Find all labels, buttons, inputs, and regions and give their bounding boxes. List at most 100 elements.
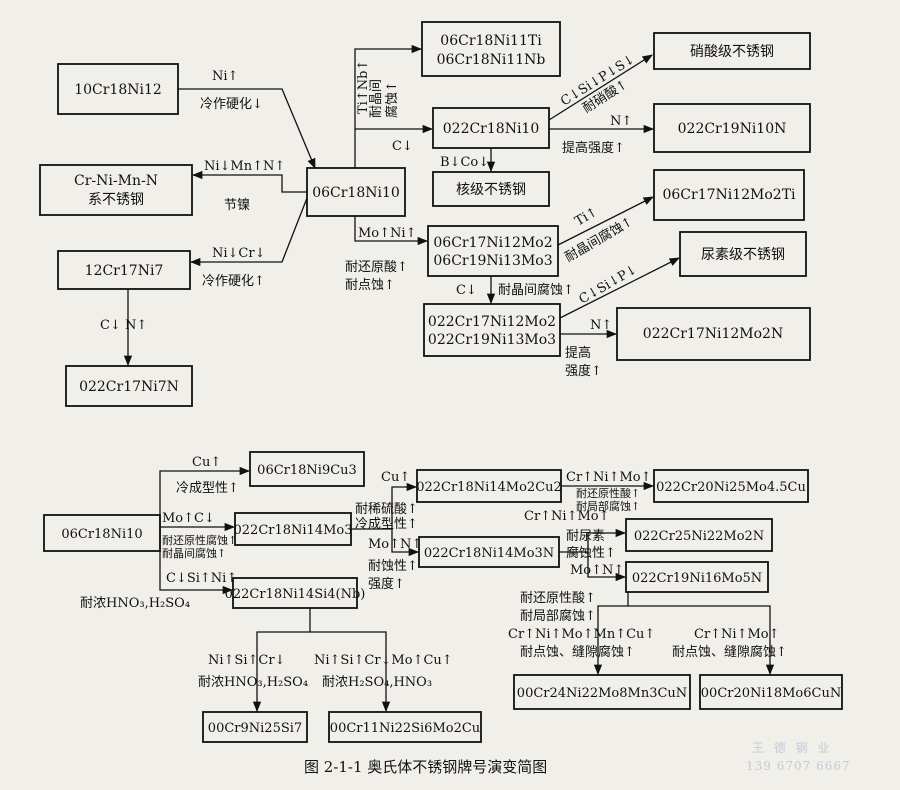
- grade-06cr17ni12mo2ti: 06Cr17Ni12Mo2Ti: [662, 187, 796, 203]
- label-red-acid-1: 耐还原性腐蚀↑: [162, 533, 237, 547]
- node-box: [57, 250, 191, 290]
- label-conc-acid-2: 耐浓HNO₃,H₂SO₄: [198, 675, 308, 690]
- edge: [178, 88, 316, 169]
- grade-022cr18ni10: 022Cr18Ni10: [443, 121, 539, 137]
- grade-022cr18ni14mo3n: 022Cr18Ni14Mo3N: [424, 546, 554, 561]
- label-cr-ni-mo-2: Cr↑Ni↑Mo↑: [524, 509, 610, 524]
- watermark-company: 王 德 钢 业: [752, 740, 832, 755]
- label-c-n: C↓ N↑: [100, 318, 147, 333]
- grade-022cr17ni12mo2n: 022Cr17Ni12Mo2N: [643, 326, 783, 342]
- edge: [252, 608, 311, 713]
- label-mo-n-2: Mo↑N↑: [570, 563, 624, 578]
- grade-00cr20ni18mo6cun: 00Cr20Ni18Mo6CuN: [701, 686, 841, 701]
- label-cr-ni-mo-1: Cr↑Ni↑Mo↑: [566, 470, 652, 485]
- label-mo-c: Mo↑C↓: [162, 511, 215, 526]
- label-dilute-h2so4: 耐稀硫酸↑: [355, 502, 418, 517]
- label-pit-crevice-1: 耐点蚀、缝隙腐蚀↑: [520, 645, 635, 660]
- grade-10cr18ni12: 10Cr18Ni12: [74, 82, 162, 98]
- label-urea-corr-1: 耐尿素: [566, 529, 605, 544]
- label-ni-up: Ni↑: [212, 69, 238, 84]
- grade-022cr17ni7n: 022Cr17Ni7N: [79, 379, 179, 395]
- grade-06cr18ni9cu3: 06Cr18Ni9Cu3: [257, 463, 357, 478]
- label-icc-res-1: 耐晶间: [369, 79, 384, 118]
- grade-12cr17ni7: 12Cr17Ni7: [85, 263, 164, 279]
- label-local-corr-2: 耐局部腐蚀↑: [520, 609, 596, 624]
- label-conc-acid-3: 耐浓H₂SO₄,HNO₃: [322, 675, 432, 690]
- label-c-down-1: C↓: [392, 139, 413, 154]
- node-box: [423, 303, 561, 357]
- grade-00cr9ni25si7: 00Cr9Ni25Si7: [208, 721, 302, 736]
- label-cr-ni-mo-mn-cu: Cr↑Ni↑Mo↑Mn↑Cu↑: [508, 627, 655, 642]
- label-c-si-ni: C↓Si↑Ni↑: [166, 571, 237, 586]
- label-cu-up-1: Cu↑: [192, 455, 221, 470]
- label-reducing-acid: 耐还原酸↑: [345, 260, 408, 275]
- label-ni-cr-down: Ni↓Cr↓: [212, 246, 265, 261]
- grade-06cr18ni11ti: 06Cr18Ni11Ti: [440, 33, 542, 49]
- label-urea-corr-2: 腐蚀性↑: [566, 546, 616, 561]
- label-strength-2: 强度↑: [368, 576, 405, 592]
- label-corr-res: 耐蚀性↑: [368, 559, 418, 574]
- label-mo-ni: Mo↑Ni↑: [358, 226, 416, 241]
- edge: [191, 170, 307, 193]
- grade-022cr19ni13mo3: 022Cr19Ni13Mo3: [428, 332, 556, 348]
- label-cr-ni-mo-3: Cr↑Ni↑Mo↑: [694, 627, 780, 642]
- node-box: [653, 32, 811, 70]
- edge: [351, 482, 418, 530]
- label-ni-si-cr: Ni↑Si↑Cr↓: [208, 653, 285, 668]
- label-cold-form-2: 冷成型性↑: [355, 517, 418, 532]
- edge: [559, 528, 627, 553]
- grade-urea: 尿素级不锈钢: [701, 247, 785, 263]
- node-box: [653, 169, 805, 221]
- grade-022cr25ni22mo2n: 022Cr25Ni22Mo2N: [634, 529, 764, 544]
- label-cu-up-2: Cu↑: [381, 470, 410, 485]
- label-c-down-2: C↓: [456, 283, 477, 298]
- edge: [593, 592, 629, 676]
- label-conc-acid-1: 耐浓HNO₃,H₂SO₄: [80, 596, 190, 611]
- edge: [628, 605, 775, 676]
- grade-nuclear: 核级不锈钢: [456, 182, 526, 198]
- label-ti-nb: Ti↑Nb↑: [356, 60, 371, 114]
- node-box: [427, 225, 559, 277]
- label-pit-crevice-2: 耐点蚀、缝隙腐蚀↑: [672, 645, 787, 660]
- grade-crnimnn-line1: Cr-Ni-Mn-N: [74, 173, 158, 189]
- edge: [159, 466, 251, 533]
- grade-022cr19ni10n: 022Cr19Ni10N: [678, 121, 787, 137]
- label-save-ni: 节镍: [224, 198, 250, 213]
- edge: [557, 196, 654, 246]
- label-b-co: B↓Co↓: [440, 155, 489, 170]
- label-icc-lc: 耐晶间腐蚀↑: [498, 283, 574, 298]
- node-box: [328, 711, 482, 743]
- label-icc-res-2: 腐蚀↑: [385, 81, 400, 118]
- label-strength-up-1: 提高强度↑: [562, 140, 625, 156]
- edge: [159, 533, 234, 595]
- label-pitting: 耐点蚀↑: [345, 278, 395, 293]
- label-c-si-p: C↓Si↓P↓: [577, 262, 640, 307]
- edge: [391, 529, 420, 557]
- grade-06cr18ni10-b: 06Cr18Ni10: [61, 527, 142, 542]
- edge: [559, 257, 680, 319]
- label-icc-1: 耐晶间腐蚀↑: [162, 546, 226, 560]
- label-n-up-1: N↑: [610, 114, 632, 129]
- grade-06cr18ni11nb: 06Cr18Ni11Nb: [437, 52, 546, 68]
- figure-caption: 图 2-1-1 奥氏体不锈钢牌号演变简图: [304, 758, 547, 776]
- grade-022cr19ni16mo5n: 022Cr19Ni16Mo5N: [632, 571, 762, 586]
- grade-00cr11ni22si6mo2cu: 00Cr11Ni22Si6Mo2Cu: [330, 721, 480, 736]
- label-ni-si-cr-mo-cu: Ni↑Si↑Cr↓Mo↑Cu↑: [314, 653, 453, 668]
- upper-diagram: 10Cr18Ni12 Cr-Ni-Mn-N 系不锈钢 12Cr17Ni7 022…: [39, 21, 811, 407]
- grade-crnimnn-line2: 系不锈钢: [88, 192, 144, 208]
- label-cold-work-down: 冷作硬化↓: [200, 97, 263, 112]
- grade-022cr18ni14mo2cu2: 022Cr18Ni14Mo2Cu2: [416, 480, 562, 495]
- edge: [310, 631, 391, 713]
- label-mo-n-1: Mo↑N↑: [368, 537, 422, 552]
- grade-022cr18ni14mo3: 022Cr18Ni14Mo3: [234, 523, 353, 538]
- label-strength-a: 提高: [565, 345, 591, 361]
- label-cold-work-up: 冷作硬化↑: [202, 274, 265, 289]
- label-cold-form: 冷成型性↑: [176, 481, 239, 496]
- edge: [354, 44, 423, 168]
- node-box: [679, 231, 807, 277]
- lower-diagram: 06Cr18Ni10 06Cr18Ni9Cu3 022Cr18Ni14Mo3 0…: [43, 451, 843, 743]
- grade-06cr19ni13mo3: 06Cr19Ni13Mo3: [433, 253, 552, 269]
- grade-nitric: 硝酸级不锈钢: [690, 44, 774, 60]
- grade-022cr18ni14si4nb: 022Cr18Ni14Si4(Nb): [225, 587, 366, 602]
